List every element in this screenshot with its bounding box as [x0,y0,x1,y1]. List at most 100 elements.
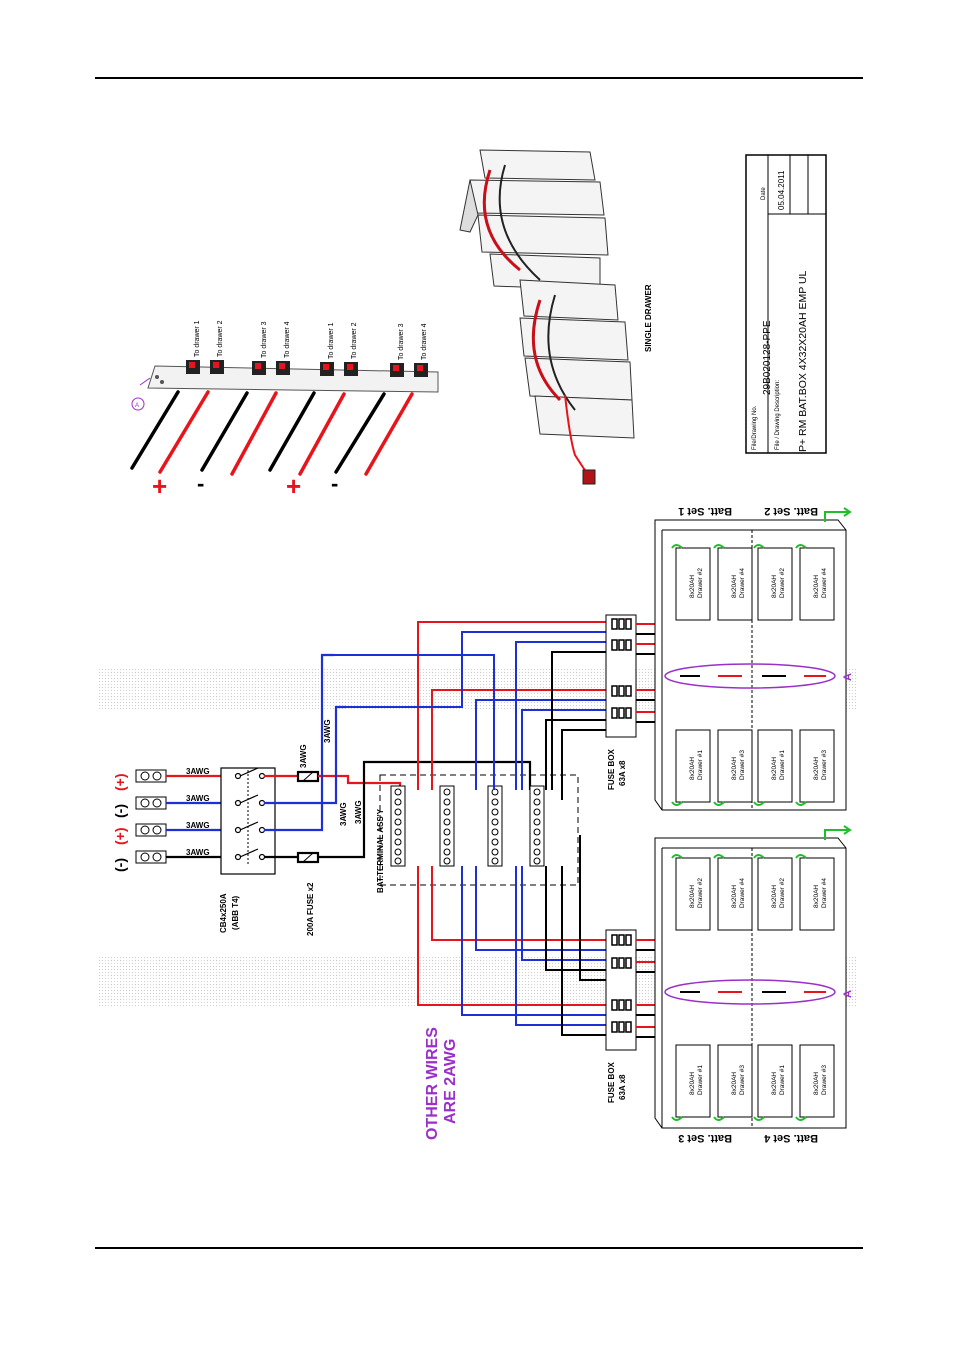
group-ellipse-upper [664,663,836,689]
single-drawer-caption: SINGLE DRAWER [644,284,653,352]
awg-label-5: 3AWG [299,744,308,768]
polarity-neg-1: (-) [112,858,128,872]
drawer-cap-u3: 8x20AH [771,575,778,598]
distribution-wires-lower [417,835,612,1036]
drawer-labels-upper: 8x20AH Drawer #2 8x20AH Drawer #4 8x20AH… [689,568,828,780]
batt-set-2-label: Batt. Set 2 [764,505,818,517]
connector-label-6: To drawer 2 [351,322,358,359]
drawer-name-u6: Drawer #3 [739,750,746,780]
awg-label-1: 3AWG [186,767,210,776]
drawing-date: 05.04.2011 [777,170,786,210]
drawer-name-u4: Drawer #4 [821,568,828,598]
fuse-box-lower [605,929,637,1051]
drawer-cap-l7: 8x20AH [771,1072,778,1095]
drawer-cap-l4: 8x20AH [813,885,820,908]
breaker-output-wires [264,653,532,864]
drawer-name-l8: Drawer #3 [821,1065,828,1095]
drawer-cap-l2: 8x20AH [731,885,738,908]
awg-label-4: 3AWG [186,848,210,857]
file-number: 29B020128-PPE [762,320,773,395]
group-ellipse-lower [664,979,836,1005]
connector-labels: To drawer 1 To drawer 2 To drawer 3 To d… [194,320,428,360]
drawer-name-u5: Drawer #1 [697,750,704,780]
terminal-assembly-label: BAT.TERMINAL ASS'Y [376,808,385,893]
fuse-200a-label: 200A FUSE x2 [306,882,315,936]
connector-label-8: To drawer 4 [421,323,428,360]
connector-label-7: To drawer 3 [398,323,405,360]
drawer-cap-u5: 8x20AH [689,757,696,780]
description-label: File / Drawing Description: [775,380,781,450]
drawer-illustration [459,149,635,485]
marker-a-label: A [135,403,139,409]
fuse-box-upper-sublabel: 63A x8 [618,760,627,786]
other-wires-note-2: ARE 2AWG [442,1039,459,1124]
drawer-cap-u7: 8x20AH [771,757,778,780]
distribution-wires-upper [334,621,612,800]
plus-sign-1: + [152,471,167,501]
connector-label-4: To drawer 4 [284,321,291,358]
awg-labels-input: 3AWG 3AWG 3AWG 3AWG [186,767,210,857]
drawer-name-l5: Drawer #1 [697,1065,704,1095]
terminal-polarity-labels: (-) (+) (-) (+) [112,774,128,873]
point-a-upper: A [842,673,854,681]
title-block [745,154,827,454]
header-rule [95,77,863,79]
fuse-box-upper [605,614,637,738]
drawer-name-l3: Drawer #2 [779,878,786,908]
awg-label-3: 3AWG [186,821,210,830]
point-a-lower: A [842,990,854,998]
drawer-cap-l5: 8x20AH [689,1072,696,1095]
batt-set-4-label: Batt. Set 4 [763,1132,818,1144]
drawer-name-l6: Drawer #3 [739,1065,746,1095]
polarity-signs: + - + - [152,471,338,501]
awg-label-2: 3AWG [186,794,210,803]
connector-label-5: To drawer 1 [328,322,335,359]
drawer-name-l2: Drawer #4 [739,878,746,908]
terminal-studs [394,788,541,865]
batt-set-1-label: Batt. Set 1 [678,505,732,517]
plus-sign-2: + [286,471,301,501]
awg-label-6: 3AWG [323,719,332,743]
drawer-cap-u4: 8x20AH [813,575,820,598]
polarity-pos-2: (+) [112,774,128,792]
drawer-name-u8: Drawer #3 [821,750,828,780]
fuse-box-upper-label: FUSE BOX [607,748,616,790]
cable-set [130,390,414,476]
minus-sign-2: - [331,471,338,496]
awg-label-7: 3AWG [339,802,348,826]
drawer-cap-u6: 8x20AH [731,757,738,780]
connector-heads [186,360,428,377]
file-label: File/Drawing No. [752,405,758,450]
drawer-name-l1: Drawer #2 [697,878,704,908]
connector-label-3: To drawer 3 [261,321,268,358]
fuse-box-lower-label: FUSE BOX [607,1061,616,1103]
awg-label-8: 3AWG [354,800,363,824]
polarity-neg-2: (-) [112,804,128,818]
terminal-assembly [379,774,579,886]
footer-rule [95,1247,863,1249]
drawer-name-u7: Drawer #1 [779,750,786,780]
drawer-name-u2: Drawer #4 [739,568,746,598]
drawer-cap-l1: 8x20AH [689,885,696,908]
drawer-cap-u1: 8x20AH [689,575,696,598]
connector-label-2: To drawer 2 [217,320,224,357]
battery-cabinet-upper [654,519,847,811]
drawer-name-l4: Drawer #4 [821,878,828,908]
fuse-box-lower-sublabel: 63A x8 [618,1074,627,1100]
batt-set-3-label: Batt. Set 3 [678,1132,732,1144]
date-label: Date [761,187,767,200]
breaker-label: CB4x250A [219,893,228,933]
drawer-cap-u8: 8x20AH [813,757,820,780]
minus-sign-1: - [197,471,204,496]
drawer-labels-lower: 8x20AH Drawer #2 8x20AH Drawer #4 8x20AH… [689,878,828,1095]
polarity-pos-1: (+) [112,828,128,846]
ground-symbols [671,507,852,1121]
battery-cabinet-lower [654,837,847,1129]
drawer-name-u1: Drawer #2 [697,568,704,598]
drawer-cap-l3: 8x20AH [771,885,778,908]
drawer-name-l7: Drawer #1 [779,1065,786,1095]
breaker-sublabel: (ABB T4) [231,895,240,930]
drawer-cap-u2: 8x20AH [731,575,738,598]
